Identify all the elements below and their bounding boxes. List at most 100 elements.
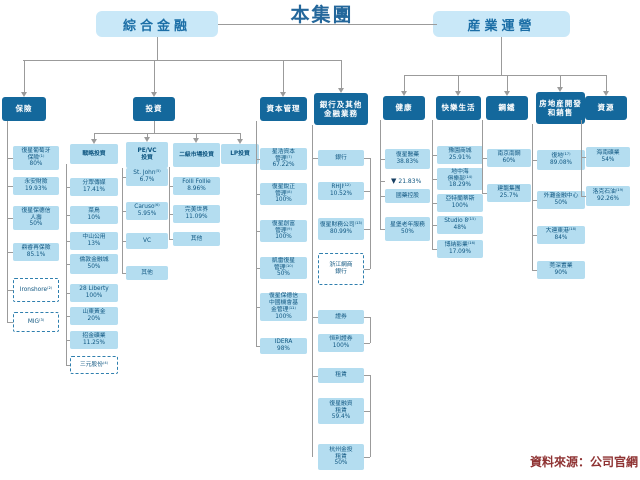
ownership-percent: 10.52% [329,191,353,197]
ownership-percent: 13% [87,241,101,247]
arrow-down-icon [603,91,609,96]
category-box-insurance: 保險 [2,97,46,121]
connector-line [256,307,260,308]
connector-line [432,120,433,249]
company-name: 杭州金投 租賃 [329,446,353,460]
company-name: 南京南鋼 [497,151,521,158]
company-name: 洛克石油⁽¹⁹⁾ [592,189,624,196]
company-name: Folli Follie [182,179,211,186]
org-node: 地中海 俱樂部⁽¹⁴⁾18.29% [437,168,483,190]
ownership-percent: 84% [554,235,568,241]
connector-line [122,168,123,273]
company-name: 分眾傳媒 [82,180,106,187]
ownership-percent: 100% [275,234,292,241]
company-logo-item: ▼21.83% [391,176,421,186]
ownership-percent: 38.83% [396,159,419,165]
ownership-percent: 48% [453,225,467,231]
connector-line [66,241,70,242]
connector-line [370,317,371,343]
arrow-down-icon [237,139,243,144]
connector-line [66,293,70,294]
company-name: Studio 8⁽¹⁵⁾ [444,218,476,225]
connector-line [169,214,173,215]
source-note: 資料來源：公司官網 [529,455,638,469]
connector-line [581,120,582,196]
connector-line [122,211,126,212]
connector-line [154,60,155,92]
arrow-down-icon [401,91,407,96]
company-name: 中山公用 [82,234,106,241]
connector-line [364,375,370,376]
arrow-down-icon [455,91,461,96]
company-name: 地中海 俱樂部⁽¹⁴⁾ [447,168,473,182]
ownership-percent: 67.22% [272,162,295,169]
connector-line [364,269,370,270]
arrow-down-icon [557,87,563,92]
connector-line [380,159,385,160]
connector-line [122,273,126,274]
org-node: 證券 [318,310,364,324]
connector-line [7,218,13,219]
org-node: 復地⁽¹⁷⁾89.08% [537,150,585,170]
company-name: IDERA [274,339,293,346]
ownership-percent: 60% [502,158,516,164]
connector-line [7,186,13,187]
connector-line [364,411,370,412]
ownership-percent: 25.91% [448,155,472,161]
company-name: 大連東港⁽¹⁸⁾ [545,228,577,235]
connector-line [532,270,537,271]
ownership-percent: 11.25% [82,340,106,346]
arrow-down-icon [151,92,157,97]
connector-line [364,158,370,159]
org-node: 國藥控股 [385,189,430,203]
org-node: 復星保德信 中國機會基 金管理⁽¹¹⁾100% [260,293,307,321]
connector-line [482,158,487,159]
company-name: VC [142,237,151,244]
branch-box: 産業運營 [433,11,570,37]
connector-line [256,194,260,195]
connector-line [404,75,405,91]
company-name: 其他 [141,269,153,276]
arrow-down-icon [91,139,97,144]
ownership-percent: 20% [87,316,101,322]
company-logo-icon: ▼ [391,176,397,185]
connector-line [218,24,437,25]
ownership-percent: 100% [85,293,103,299]
connector-line [66,215,70,216]
company-name: 租賃 [335,372,347,379]
connector-line [581,196,586,197]
connector-line [256,346,260,347]
org-node: 星浩資本 管理⁽⁷⁾67.22% [260,148,307,170]
connector-line [122,241,126,242]
connector-line [432,203,437,204]
connector-line [364,317,370,318]
category-box-investment: 投資 [133,97,175,121]
connector-line [532,200,537,201]
ownership-percent: 50% [334,460,348,467]
connector-line [24,60,25,92]
company-name: 銀行 [335,154,347,161]
connector-line [501,37,502,75]
arrow-down-icon [338,88,344,93]
connector-line [66,340,70,341]
connector-line [364,191,370,192]
company-name: 星堡老年服務 [390,222,425,229]
company-name: 鼎睿再保險 [21,245,51,252]
connector-line [66,264,70,265]
company-name: 倫敦金融城 [79,257,109,264]
org-node: Ironshore⁽²⁾ [13,278,59,302]
connector-line [7,322,13,323]
connector-line [432,179,437,180]
connector-line [66,365,70,366]
